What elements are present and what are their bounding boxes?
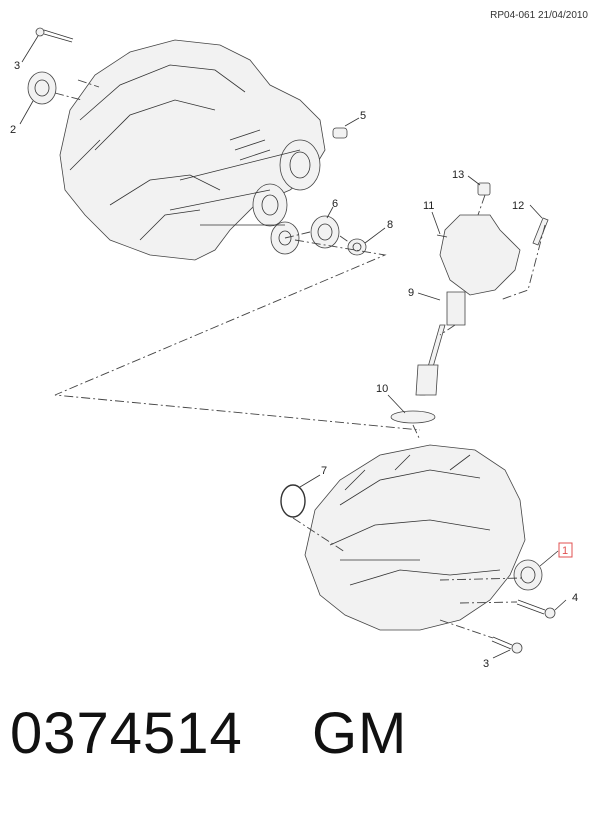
upper-gear-shafts — [169, 129, 321, 255]
callout-leaders — [19, 35, 567, 659]
seal-part-2 — [27, 71, 57, 105]
o-ring-part-7 — [280, 484, 306, 518]
bolt-part-3-top — [35, 27, 74, 43]
callout-3-top: 3 — [14, 60, 20, 72]
seal-part-1 — [513, 559, 543, 591]
brand-name: GM — [311, 701, 408, 766]
bolt-part-4 — [516, 599, 556, 619]
callout-5: 5 — [360, 110, 366, 122]
bushing-part-5 — [332, 127, 348, 139]
callout-1-highlight-box — [558, 542, 573, 558]
callout-1: 1 — [562, 545, 568, 557]
callout-7: 7 — [321, 465, 327, 477]
callout-3-bottom: 3 — [483, 658, 489, 670]
callout-11: 11 — [423, 200, 434, 212]
part-number: 0374514 — [10, 701, 243, 766]
callout-12: 12 — [512, 200, 524, 212]
callout-9: 9 — [408, 287, 414, 299]
callout-8: 8 — [387, 219, 393, 231]
lower-gearbox-housing — [304, 444, 526, 631]
callout-2: 2 — [10, 124, 16, 136]
callout-6: 6 — [332, 198, 338, 210]
plug-part-8 — [347, 238, 367, 256]
callout-10: 10 — [376, 383, 388, 395]
callout-4: 4 — [572, 592, 578, 604]
callout-13: 13 — [452, 169, 464, 181]
callout-labels: 3 2 5 6 8 13 11 12 9 10 7 1 4 3 — [10, 60, 578, 670]
exploded-parts-diagram: RP04-061 21/04/2010 — [10, 10, 588, 670]
assembly-lines — [54, 79, 546, 639]
bearing-part-6 — [310, 215, 340, 249]
part-caption: 0374514 GM — [10, 700, 407, 800]
bolt-part-3-bottom — [491, 636, 523, 654]
diagram-reference: RP04-061 21/04/2010 — [490, 10, 588, 21]
shift-mechanism — [390, 182, 549, 424]
